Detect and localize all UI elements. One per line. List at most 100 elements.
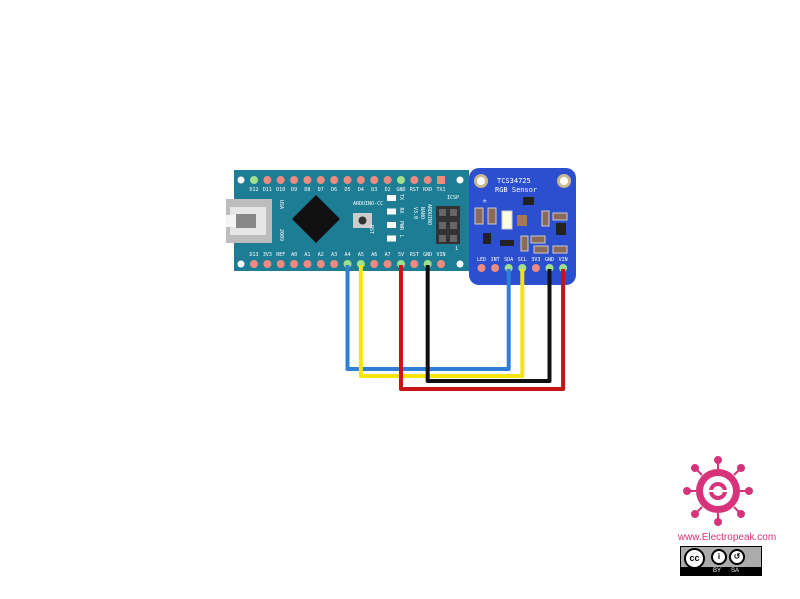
pin-label: A4 <box>345 252 351 258</box>
pin-d7[interactable] <box>316 176 325 184</box>
led-label: PWR <box>398 221 404 231</box>
pin-a3[interactable] <box>330 260 339 268</box>
pin-a2[interactable] <box>316 260 325 268</box>
wires <box>345 265 566 391</box>
resistor <box>520 235 529 252</box>
pin-label: D3 <box>371 187 377 193</box>
sensor-pin-label: VIN <box>559 257 568 263</box>
sensor-pin-label: GND <box>545 257 554 263</box>
pin-3v3[interactable] <box>263 260 272 268</box>
usa-label: USA <box>278 200 284 209</box>
regulator-chip <box>523 197 534 205</box>
led-rx <box>387 208 396 215</box>
cc-icon: cc <box>684 548 705 569</box>
icsp-header <box>436 206 460 244</box>
star-icon: ★ <box>482 196 488 206</box>
usb-connector <box>226 199 272 243</box>
pin-a0[interactable] <box>290 260 299 268</box>
mount-hole <box>456 260 464 268</box>
rst-label: RST <box>368 225 374 234</box>
pin-label: A3 <box>331 252 337 258</box>
pin-tx1[interactable] <box>437 176 446 184</box>
pin-a1[interactable] <box>303 260 312 268</box>
transistor <box>500 240 514 246</box>
wire-a5-to-scl[interactable] <box>358 265 525 378</box>
sensor-title: TCS34725 <box>497 177 531 185</box>
pin-d3[interactable] <box>370 176 379 184</box>
resistor <box>530 235 546 244</box>
led-label: RX <box>398 208 404 214</box>
pin-label: 5V <box>398 252 404 258</box>
cc-by-sa-badge[interactable]: cc i ↺ BY SA <box>680 546 762 576</box>
pin-a6[interactable] <box>370 260 379 268</box>
sensor-pin-int[interactable] <box>491 264 500 272</box>
pin-label: D11 <box>263 187 272 193</box>
pin-label: D8 <box>304 187 310 193</box>
pin-rst[interactable] <box>410 260 419 268</box>
pin-d10[interactable] <box>276 176 285 184</box>
sensor-pin-label: 3V3 <box>531 257 540 263</box>
pin-label: D5 <box>345 187 351 193</box>
model-line3: V3.0 <box>412 207 418 219</box>
pin-label: D12 <box>249 187 258 193</box>
sensor-pin-3v3[interactable] <box>531 264 540 272</box>
pin-d13[interactable] <box>250 260 258 268</box>
pin-label: VIN <box>437 252 446 258</box>
pin-label: A6 <box>371 252 377 258</box>
resistor <box>533 245 549 254</box>
reset-button-knob[interactable] <box>358 216 367 225</box>
wire-5v-to-vin[interactable] <box>398 265 566 391</box>
pin-label: REF <box>276 252 285 258</box>
pin-label: GND <box>423 252 432 258</box>
pin-vin[interactable] <box>437 260 446 268</box>
resistor <box>541 210 550 227</box>
pin-label: A1 <box>304 252 310 258</box>
pin-label: A2 <box>318 252 324 258</box>
led-tx <box>387 195 396 201</box>
color-sensor-chip <box>517 215 527 226</box>
pin-d5[interactable] <box>343 176 352 184</box>
pin-label: A0 <box>291 252 297 258</box>
led-pwr <box>387 222 396 228</box>
pin-rst[interactable] <box>410 176 419 184</box>
pin-d2[interactable] <box>383 176 392 184</box>
microcontroller-chip <box>292 195 340 243</box>
pin-label: A5 <box>358 252 364 258</box>
sa-icon: ↺ <box>729 549 745 565</box>
pin-d12[interactable] <box>250 176 258 184</box>
by-icon: i <box>711 549 727 565</box>
pin-a7[interactable] <box>383 260 392 268</box>
transistor <box>483 233 491 244</box>
led-l <box>387 235 396 242</box>
pin-label: GND <box>396 187 405 193</box>
year-label: 2009 <box>278 229 284 241</box>
sensor-pin-label: SCL <box>518 257 527 263</box>
model-line2: NANO <box>419 207 425 219</box>
icsp-label: ICSP <box>447 195 459 201</box>
pin-ref[interactable] <box>276 260 285 268</box>
by-label: BY <box>713 568 722 574</box>
pin-d9[interactable] <box>290 176 299 184</box>
pin-label: RST <box>410 187 419 193</box>
sensor-pin-led[interactable] <box>477 264 486 272</box>
pin-label: RST <box>410 252 419 258</box>
pin-label: D6 <box>331 187 337 193</box>
website-link[interactable]: www.Electropeak.com <box>677 532 777 543</box>
wire-gnd-to-gnd[interactable] <box>425 265 552 383</box>
led-label: L <box>398 235 404 238</box>
sa-label: SA <box>731 568 740 574</box>
sensor-pin-label: INT <box>491 257 500 263</box>
pin-d11[interactable] <box>263 176 272 184</box>
pin-gnd[interactable] <box>396 176 405 184</box>
pin-d4[interactable] <box>356 176 365 184</box>
pin-d6[interactable] <box>330 176 339 184</box>
pin-label: D13 <box>249 252 258 258</box>
pin-d8[interactable] <box>303 176 312 184</box>
pin-label: D7 <box>318 187 324 193</box>
pin-rxd[interactable] <box>423 176 432 184</box>
sensor-pcb <box>469 168 576 285</box>
resistor <box>474 207 484 225</box>
